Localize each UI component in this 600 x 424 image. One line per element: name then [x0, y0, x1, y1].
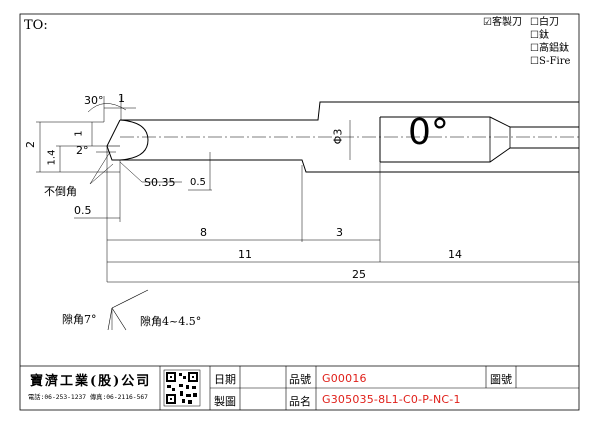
clearance-7-label: 隙角7° — [62, 313, 97, 326]
angle-30-arc — [87, 103, 127, 113]
shank-top-edge — [120, 101, 579, 121]
shank-bottom-edge — [120, 159, 579, 173]
dim-angle-2: 2° — [76, 144, 89, 157]
part-name-label: 品名 — [289, 395, 311, 408]
dim-8: 8 — [200, 226, 207, 239]
dim-left-1: 1 — [73, 130, 85, 137]
drawing-no-label: 圖號 — [490, 373, 512, 386]
checkbox-empty-icon: ☐ — [530, 30, 539, 41]
to-label: TO: — [24, 18, 48, 33]
insert-bottom — [380, 147, 579, 163]
dim-top-1: 1 — [118, 92, 125, 105]
option-ti[interactable]: ☐鈦 — [530, 30, 549, 41]
dim-left-1-4: 1.4 — [46, 149, 58, 166]
dim-05-left: 0.5 — [74, 204, 92, 217]
dim-phi3: Φ3 — [331, 128, 345, 145]
part-no-value: G00016 — [322, 372, 367, 385]
draw-label: 製圖 — [214, 395, 236, 408]
option-white[interactable]: ☐白刀 — [530, 17, 559, 28]
dim-s035: S0.35 — [144, 176, 176, 189]
date-label: 日期 — [214, 373, 236, 386]
part-no-label: 品號 — [289, 373, 311, 386]
big-zero-degree: 0° — [408, 112, 449, 153]
s035-leader — [119, 161, 143, 183]
clearance-line-3 — [111, 307, 127, 331]
option-custom[interactable]: ☑客製刀 — [483, 17, 522, 28]
option-sfire[interactable]: ☐S-Fire — [530, 56, 571, 67]
clearance-4-label: 隙角4~4.5° — [140, 315, 202, 328]
checkbox-checked-icon: ☑ — [483, 17, 492, 28]
chamfer-leader-1 — [89, 151, 111, 185]
dim-11: 11 — [238, 248, 252, 261]
dim-3: 3 — [336, 226, 343, 239]
dim-left-2: 2 — [24, 141, 37, 148]
insert-top — [380, 116, 579, 128]
chamfer-leader-2 — [89, 163, 114, 185]
company-contact: 電話:06-253-1237 傳真:06-2116-567 — [28, 394, 148, 401]
clearance-line-1 — [111, 289, 149, 309]
dim-14: 14 — [448, 248, 462, 261]
option-altin[interactable]: ☐高鋁鈦 — [530, 43, 569, 54]
company-name: 寶濟工業(股)公司 — [30, 374, 152, 389]
tool-tip-arc — [119, 119, 149, 161]
dim-25: 25 — [352, 268, 366, 281]
checkbox-empty-icon: ☐ — [530, 43, 539, 54]
dim-05-right: 0.5 — [190, 177, 206, 188]
qr-code — [163, 369, 201, 407]
clearance-line-2 — [107, 307, 113, 331]
page-frame — [19, 13, 580, 411]
checkbox-empty-icon: ☐ — [530, 17, 539, 28]
part-name-value: G305035-8L1-C0-P-NC-1 — [322, 393, 461, 406]
dim-not-chamfer: 不倒角 — [44, 185, 77, 198]
checkbox-empty-icon: ☐ — [530, 56, 539, 67]
dim-angle-30: 30° — [84, 94, 104, 107]
